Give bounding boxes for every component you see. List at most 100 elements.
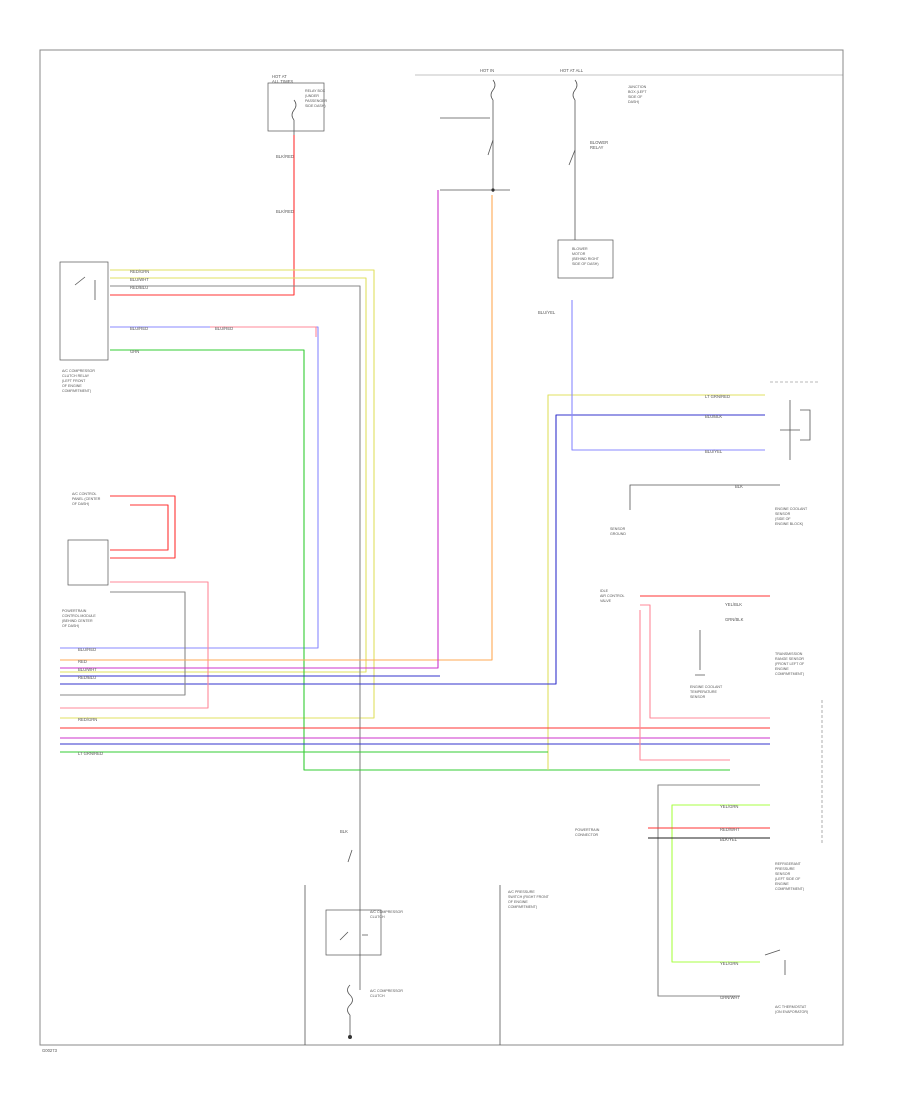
blower-motor-line2: MOTOR <box>572 252 586 256</box>
svg-text:GRN/WHT: GRN/WHT <box>720 995 740 1000</box>
svg-text:RED/WHT: RED/WHT <box>720 827 740 832</box>
svg-text:COMPARTMENT): COMPARTMENT) <box>775 887 804 891</box>
ac-clutch-relay-line2: CLUTCH RELAY <box>62 374 90 378</box>
ac-clutch-relay-line5: COMPARTMENT) <box>62 389 91 393</box>
svg-text:(FRONT LEFT OF: (FRONT LEFT OF <box>775 662 805 666</box>
svg-text:SIDE OF DASH): SIDE OF DASH) <box>572 262 599 266</box>
svg-text:PRESSURE: PRESSURE <box>775 867 795 871</box>
svg-text:HOT AT: HOT AT <box>272 74 287 79</box>
sensor-ground-line2: GROUND <box>610 532 626 536</box>
ac-pressure-switch-box <box>325 909 382 956</box>
engine-coolant-sensor-line4: ENGINE BLOCK) <box>775 522 803 526</box>
relay-box-line3: PASSENGER <box>305 99 328 103</box>
wire-label-red-wht: RED/WHT <box>720 827 740 832</box>
ac-clutch-relay-line1: A/C COMPRESSOR <box>62 369 95 373</box>
wire-blue-right <box>60 414 765 685</box>
ac-pressure-switch-line1: A/C PRESSURE <box>508 890 535 894</box>
svg-text:IDLE: IDLE <box>600 589 609 593</box>
svg-text:YEL/GRN: YEL/GRN <box>720 961 738 966</box>
svg-text:RED/GRN: RED/GRN <box>130 269 149 274</box>
refrigerant-pressure-sensor-line2: PRESSURE <box>775 867 795 871</box>
engine-coolant-sensor-line3: (SIDE OF <box>775 517 791 521</box>
svg-text:SENSOR: SENSOR <box>610 527 626 531</box>
svg-text:BLOWER: BLOWER <box>590 140 608 145</box>
svg-text:A/C COMPRESSOR: A/C COMPRESSOR <box>370 989 403 993</box>
svg-text:SENSOR: SENSOR <box>775 512 791 516</box>
ac-thermostat-symbol <box>764 949 786 975</box>
blower-motor-box <box>557 239 614 279</box>
relay-box-line1: RELAY BOX <box>305 89 326 93</box>
splice-dot-center <box>491 188 495 192</box>
wire-label-blk-red-top: BLK/RED <box>276 154 294 159</box>
switch-center <box>487 139 494 156</box>
relay-box-line2: (UNDER <box>305 94 319 98</box>
wire-red-main <box>110 135 295 296</box>
wire-label-blu-blk: BLU/BLK <box>705 414 722 419</box>
svg-text:RELAY: RELAY <box>590 145 604 150</box>
svg-text:RELAY BOX: RELAY BOX <box>305 89 326 93</box>
svg-text:SWITCH (RIGHT FRONT: SWITCH (RIGHT FRONT <box>508 895 550 899</box>
svg-text:PANEL (CENTER: PANEL (CENTER <box>72 497 101 501</box>
blower-motor-line3: (BEHIND RIGHT <box>572 257 600 261</box>
svg-text:PASSENGER: PASSENGER <box>305 99 328 103</box>
svg-text:BLU/BLK: BLU/BLK <box>705 414 722 419</box>
svg-text:HOT IN: HOT IN <box>480 68 494 73</box>
powertrain-control-module-line2: CONTROL MODULE <box>62 614 96 618</box>
wire-label-blu-yel: BLU/YEL <box>538 310 556 315</box>
wire-gray-panel <box>60 591 186 696</box>
sensor-ground-lead <box>629 484 780 510</box>
svg-text:(BEHIND CENTER: (BEHIND CENTER <box>62 619 93 623</box>
svg-text:BLU/WHT: BLU/WHT <box>130 277 149 282</box>
hot-at-all-times-line2: ALL TIMES <box>272 79 293 84</box>
svg-text:GRN/BLK: GRN/BLK <box>725 617 744 622</box>
svg-text:RED/BLU: RED/BLU <box>130 285 148 290</box>
ac-compressor-clutch-line2: CLUTCH <box>370 994 385 998</box>
blower-motor-line4: SIDE OF DASH) <box>572 262 599 266</box>
svg-text:GROUND: GROUND <box>610 532 626 536</box>
wire-label-red-blu: RED/BLU <box>130 285 148 290</box>
svg-text:AIR CONTROL: AIR CONTROL <box>600 594 625 598</box>
ac-panel-box <box>67 539 109 586</box>
refrigerant-pressure-sensor-line1: REFRIGERANT <box>775 862 802 866</box>
refrigerant-pressure-sensor-line4: (LEFT SIDE OF <box>775 877 801 881</box>
wire-label-blu-wht-bus: BLU/WHT <box>78 667 97 672</box>
transmission-range-sensor-line4: ENGINE <box>775 667 789 671</box>
refrigerant-pressure-sensor-line6: COMPARTMENT) <box>775 887 804 891</box>
ac-panel-line3: OF DASH) <box>72 502 89 506</box>
ac-panel-line1: A/C CONTROL <box>72 492 97 496</box>
footer-code: G00273 <box>42 1048 58 1053</box>
wire-pink-panel <box>60 581 209 709</box>
svg-text:VALVE: VALVE <box>600 599 612 603</box>
svg-text:GRN: GRN <box>130 349 139 354</box>
wire-label-blk-bottom: BLK <box>340 829 348 834</box>
svg-text:BLU/YEL: BLU/YEL <box>705 449 723 454</box>
refrigerant-pressure-sensor-line5: ENGINE <box>775 882 789 886</box>
svg-text:OF ENGINE: OF ENGINE <box>508 900 528 904</box>
fuse-symbol-center <box>490 79 496 101</box>
svg-text:TRANSMISSION: TRANSMISSION <box>775 652 803 656</box>
svg-text:COMPARTMENT): COMPARTMENT) <box>508 905 537 909</box>
svg-text:ENGINE COOLANT: ENGINE COOLANT <box>775 507 808 511</box>
ac-clutch-relay-line4: OF ENGINE <box>62 384 82 388</box>
wire-yellow-right <box>547 394 765 770</box>
ac-compressor-clutch-line1: A/C COMPRESSOR <box>370 989 403 993</box>
svg-text:TEMPERATURE: TEMPERATURE <box>690 690 717 694</box>
wire-label-yel-grn-2: YEL/GRN <box>720 961 738 966</box>
idle-air-control-line1: IDLE <box>600 589 609 593</box>
svg-text:SIDE OF: SIDE OF <box>628 95 643 99</box>
refrigerant-pressure-sensor-line3: SENSOR <box>775 872 791 876</box>
svg-text:CONTROL MODULE: CONTROL MODULE <box>62 614 96 618</box>
svg-text:YEL/GRN: YEL/GRN <box>720 804 738 809</box>
svg-text:BLU/WHT: BLU/WHT <box>78 667 97 672</box>
idle-air-control-line2: AIR CONTROL <box>600 594 625 598</box>
blower-motor-line1: BLOWER <box>572 247 588 251</box>
svg-text:BLK: BLK <box>735 484 743 489</box>
idle-air-control-line3: VALVE <box>600 599 612 603</box>
svg-text:OF ENGINE: OF ENGINE <box>62 384 82 388</box>
svg-text:OF DASH): OF DASH) <box>72 502 89 506</box>
svg-text:(SIDE OF: (SIDE OF <box>775 517 791 521</box>
powertrain-connector-line2: CONNECTOR <box>575 833 598 837</box>
ac-clutch-relay-line3: (LEFT FRONT <box>62 379 86 383</box>
svg-text:POWERTRAIN: POWERTRAIN <box>62 609 87 613</box>
svg-text:CLUTCH: CLUTCH <box>370 915 385 919</box>
